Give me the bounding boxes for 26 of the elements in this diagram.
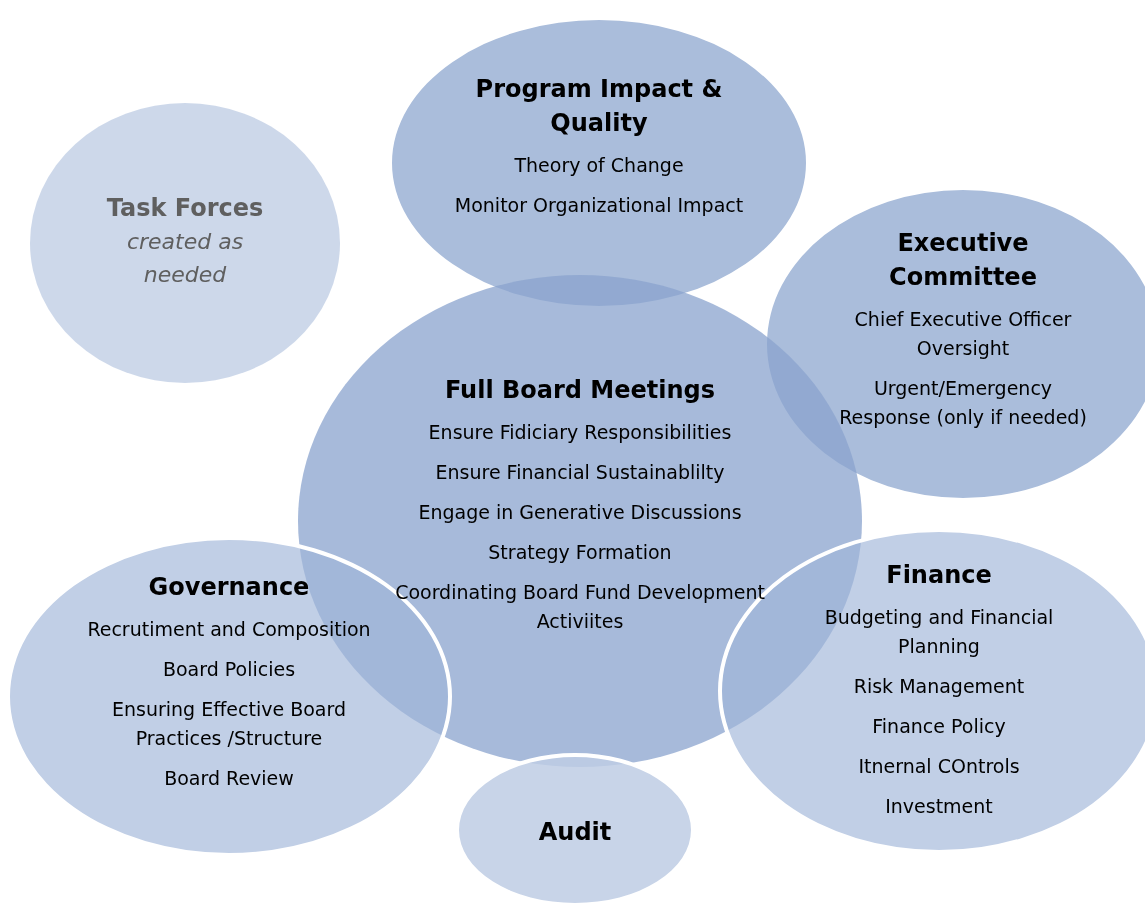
duty-text: Board Review xyxy=(164,766,294,791)
duty-text: Monitor Organizational Impact xyxy=(454,193,744,218)
committee-title: Task Forces xyxy=(106,193,264,224)
duty-text: Risk Management xyxy=(853,674,1025,699)
duty-text: Investment xyxy=(885,794,993,819)
note-text: created as needed xyxy=(125,228,245,289)
committee-title: Governance xyxy=(148,572,310,603)
committee-title: Full Board Meetings xyxy=(444,375,716,406)
duty-text: Ensure Financial Sustainablilty xyxy=(435,460,725,485)
duty-text: Board Policies xyxy=(162,657,296,682)
duty-text: Strategy Formation xyxy=(488,540,672,565)
committee-title: Audit xyxy=(538,817,612,848)
duty-text: Engage in Generative Discussions xyxy=(418,500,742,525)
duty-text: Theory of Change xyxy=(514,153,684,178)
duty-text: Budgeting and Financial Planning xyxy=(823,605,1055,659)
duty-text: Urgent/Emergency Response (only if needed) xyxy=(838,376,1088,430)
duty-text: Chief Executive Officer Oversight xyxy=(853,307,1073,361)
committee-title: Finance xyxy=(886,560,992,591)
committee-title: Program Impact & Quality xyxy=(474,74,724,139)
duty-text: Recrutiment and Composition xyxy=(87,617,371,642)
duty-text: Ensuring Effective Board Practices /Structure xyxy=(111,697,347,751)
duty-text: Itnernal COntrols xyxy=(858,754,1020,779)
duty-text: Finance Policy xyxy=(872,714,1006,739)
duty-text: Ensure Fidiciary Responsibilities xyxy=(428,420,732,445)
committee-title: Executive Committee xyxy=(888,228,1038,293)
duty-text: Coordinating Board Fund Development Activiites xyxy=(394,580,766,634)
